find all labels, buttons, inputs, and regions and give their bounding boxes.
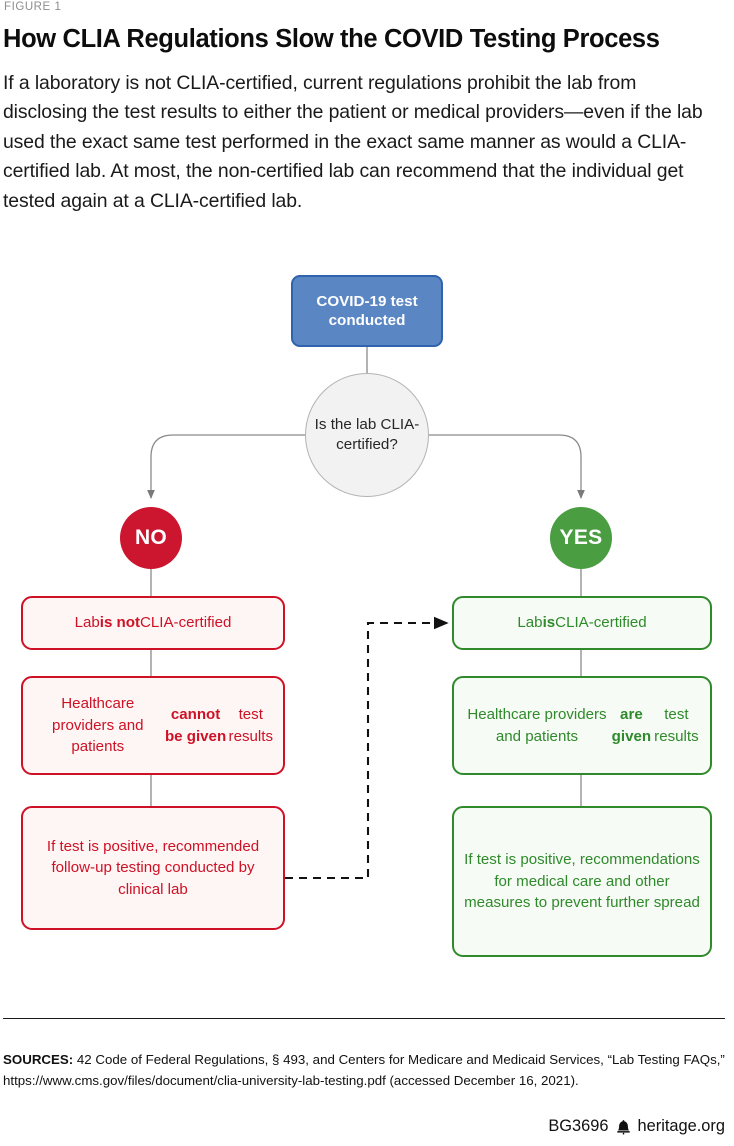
figure-description: If a laboratory is not CLIA-certified, c… (3, 72, 703, 212)
connector-decision-no (147, 434, 305, 500)
node-left-step-2[interactable]: Healthcare providers and patients cannot… (21, 676, 285, 775)
sources-text: 42 Code of Federal Regulations, § 493, a… (3, 1052, 725, 1088)
node-left-step-3[interactable]: If test is positive, recommended follow-… (21, 806, 285, 930)
node-right-step-1[interactable]: Lab is CLIA-certified (452, 596, 712, 650)
footer-divider (3, 1018, 725, 1019)
flowchart: COVID-19 test conducted Is the lab CLIA-… (0, 255, 734, 975)
node-right-step-3[interactable]: If test is positive, recommendations for… (452, 806, 712, 957)
connector-decision-yes (429, 434, 585, 500)
node-decision-clia-certified[interactable]: Is the lab CLIA-certified? (305, 373, 429, 497)
node-covid-test-conducted[interactable]: COVID-19 test conducted (291, 275, 443, 347)
site-name: heritage.org (637, 1117, 725, 1135)
node-branch-no[interactable]: NO (120, 507, 182, 569)
liberty-bell-icon (616, 1119, 631, 1135)
page-title: How CLIA Regulations Slow the COVID Test… (3, 25, 660, 53)
report-id: BG3696 (548, 1117, 609, 1135)
node-branch-yes[interactable]: YES (550, 507, 612, 569)
sources-label: SOURCES: (3, 1052, 74, 1067)
sources-note: SOURCES: 42 Code of Federal Regulations,… (3, 1050, 725, 1091)
footer-brand: BG3696 heritage.org (548, 1117, 725, 1136)
node-right-step-2[interactable]: Healthcare providers and patients are gi… (452, 676, 712, 775)
connector-feedback-dashed (285, 616, 449, 880)
node-left-step-1[interactable]: Lab is not CLIA-certified (21, 596, 285, 650)
flowchart-connectors (147, 347, 585, 880)
figure-label: FIGURE 1 (4, 1, 62, 13)
